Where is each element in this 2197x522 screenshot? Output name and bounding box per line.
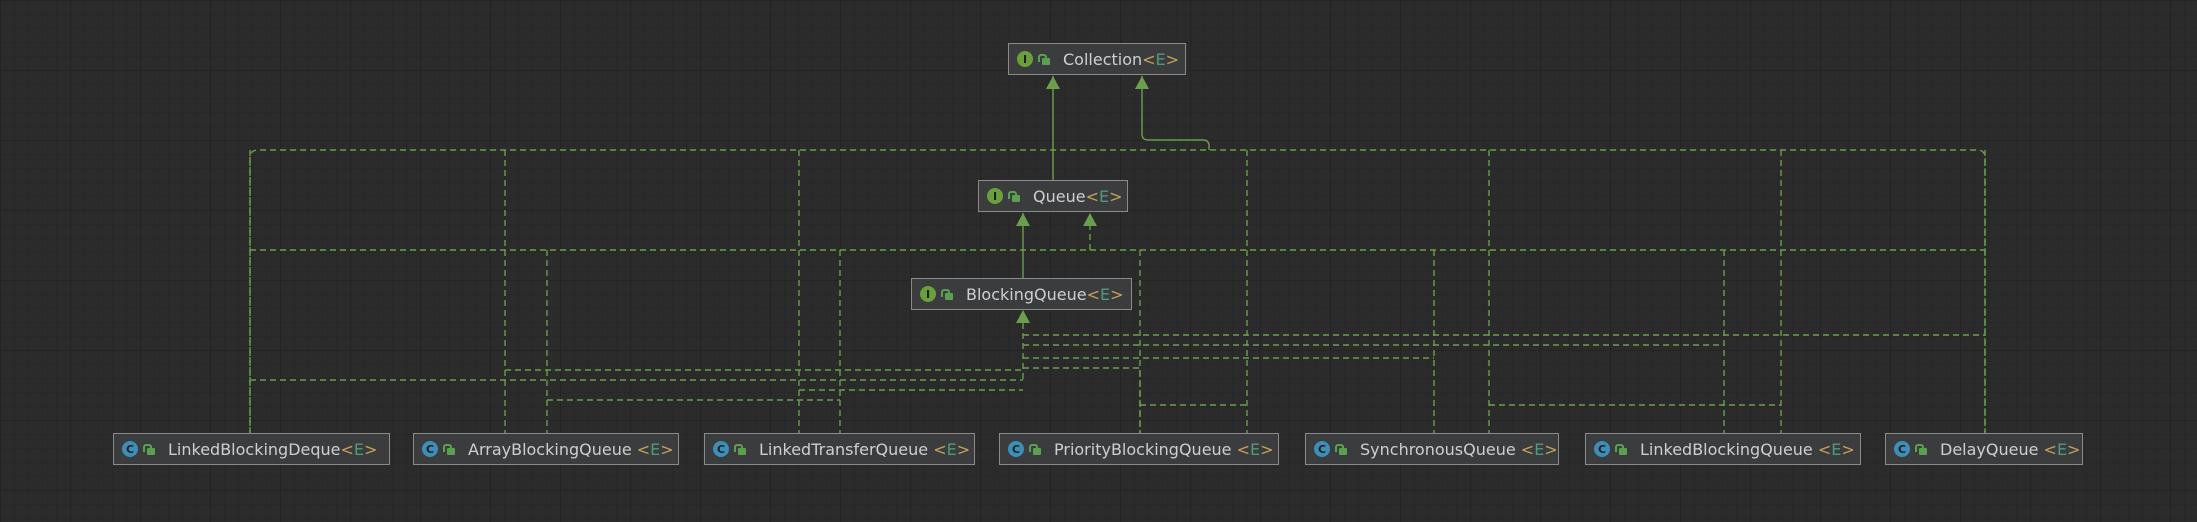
- type-param: E: [1831, 439, 1842, 459]
- class-badge-icon: C: [422, 441, 438, 457]
- class-badge-icon: C: [1594, 441, 1610, 457]
- node-blockingqueue-label: BlockingQueue: [966, 284, 1087, 304]
- node-lbd-label: LinkedBlockingDeque: [168, 439, 341, 459]
- node-pbq-label: PriorityBlockingQueue: [1054, 439, 1237, 459]
- type-param: E: [946, 439, 957, 459]
- type-param: E: [1098, 186, 1110, 206]
- type-param: E: [650, 439, 661, 459]
- node-linkedblockingdeque[interactable]: C LinkedBlockingDeque <E>: [113, 433, 390, 465]
- node-lbq-label: LinkedBlockingQueue: [1640, 439, 1818, 459]
- node-queue[interactable]: I Queue <E>: [978, 180, 1128, 212]
- lock-icon: [1007, 188, 1021, 204]
- class-badge-icon: C: [1008, 441, 1024, 457]
- lock-icon: [1037, 51, 1051, 67]
- type-param: E: [2056, 439, 2068, 459]
- lock-icon: [1614, 441, 1628, 457]
- extends-arrowhead: [1046, 76, 1060, 89]
- node-sq-label: SynchronousQueue: [1360, 439, 1521, 459]
- node-queue-label: Queue: [1033, 186, 1086, 206]
- node-dq-label: DelayQueue: [1940, 439, 2044, 459]
- type-param: E: [1155, 49, 1166, 69]
- lock-icon: [940, 286, 954, 302]
- node-synchronousqueue[interactable]: C SynchronousQueue <E>: [1305, 433, 1559, 465]
- interface-badge-icon: I: [987, 188, 1003, 204]
- type-param: E: [353, 439, 365, 459]
- implements-edge: [1023, 367, 1141, 433]
- extends-arrowhead: [1016, 213, 1030, 226]
- node-collection[interactable]: I Collection <E>: [1008, 43, 1186, 75]
- node-blockingqueue[interactable]: I BlockingQueue <E>: [911, 278, 1132, 310]
- node-linkedtransferqueue[interactable]: C LinkedTransferQueue <E>: [704, 433, 975, 465]
- node-arrayblockingqueue[interactable]: C ArrayBlockingQueue <E>: [413, 433, 679, 465]
- interface-badge-icon: I: [920, 286, 936, 302]
- node-abq-label: ArrayBlockingQueue: [468, 439, 637, 459]
- lock-icon: [1334, 441, 1348, 457]
- type-param: E: [1250, 439, 1261, 459]
- lock-icon: [733, 441, 747, 457]
- interface-badge-icon: I: [1017, 51, 1033, 67]
- extends-edge: [1141, 76, 1210, 150]
- node-priorityblockingqueue[interactable]: C PriorityBlockingQueue <E>: [999, 433, 1279, 465]
- lock-icon: [442, 441, 456, 457]
- class-badge-icon: C: [1894, 441, 1910, 457]
- class-badge-icon: C: [713, 441, 729, 457]
- class-badge-icon: C: [122, 441, 138, 457]
- lock-icon: [142, 441, 156, 457]
- implements-arrowhead: [1016, 310, 1030, 323]
- type-param: E: [1534, 439, 1545, 459]
- extends-arrowhead: [1135, 76, 1149, 89]
- type-param: E: [1099, 284, 1111, 304]
- implements-arrowhead: [1083, 213, 1097, 226]
- class-badge-icon: C: [1314, 441, 1330, 457]
- lock-icon: [1028, 441, 1042, 457]
- node-ltq-label: LinkedTransferQueue: [759, 439, 934, 459]
- lock-icon: [1914, 441, 1928, 457]
- node-collection-label: Collection: [1063, 49, 1143, 69]
- node-linkedblockingqueue[interactable]: C LinkedBlockingQueue <E>: [1585, 433, 1861, 465]
- implements-edge: [250, 213, 1091, 251]
- node-delayqueue[interactable]: C DelayQueue <E>: [1885, 433, 2083, 465]
